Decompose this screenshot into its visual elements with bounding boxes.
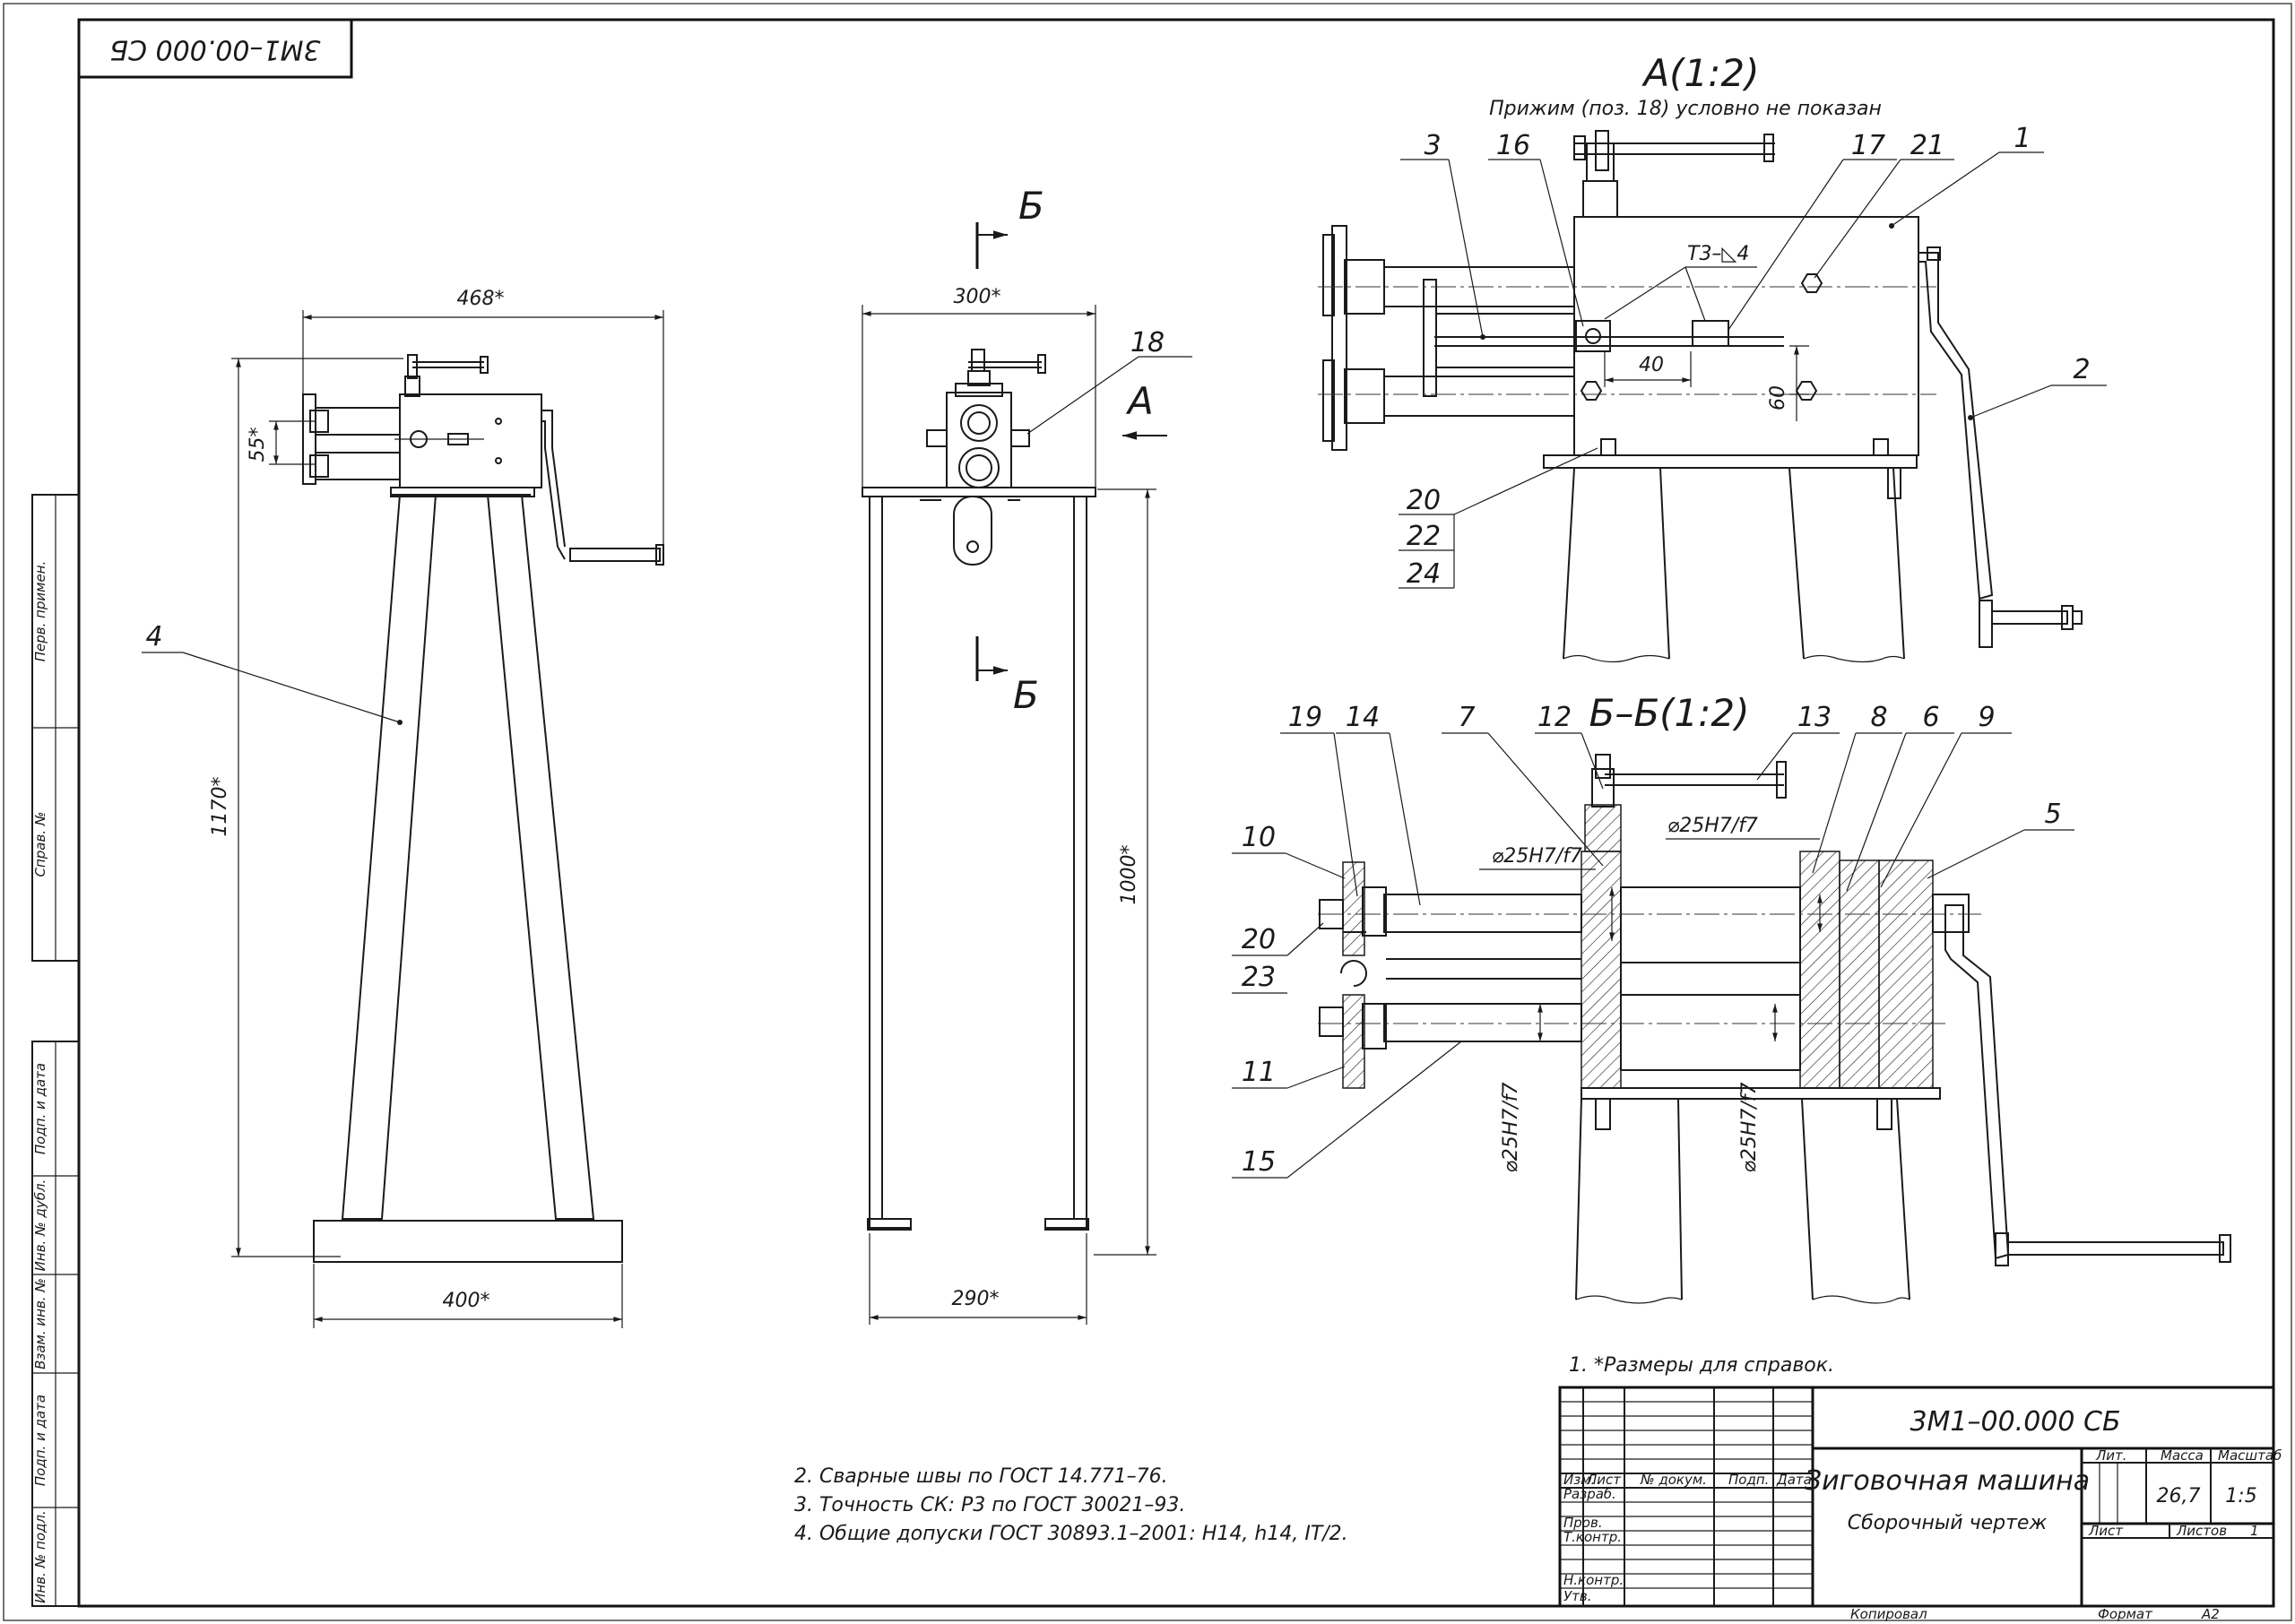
tb-col-sign: Подп. (1728, 1472, 1769, 1488)
view-a-note: Прижим (поз. 18) условно не показан (1489, 98, 1882, 120)
top-stamp-text: 3М1–00.000 СБ (109, 34, 320, 65)
tb-format-label: Формат (2098, 1606, 2153, 1622)
tb-col-doc: № докум. (1640, 1472, 1707, 1488)
side-label-sprav: Справ. № (32, 812, 48, 877)
tb-name: Зиговочная машина (1805, 1465, 2090, 1497)
side-label-podp1: Подп. и дата (32, 1063, 48, 1154)
tb-row-tkontr: Т.контр. (1563, 1529, 1622, 1545)
pos-8-label: 8 (1870, 702, 1887, 733)
technical-notes: 1. *Размеры для справок. 2. Сварные швы … (794, 1354, 1834, 1545)
tb-format-value: А2 (2201, 1606, 2220, 1622)
tb-sheets-value: 1 (2250, 1523, 2259, 1539)
front-view: 468* 1170* 55* 400* 4 (142, 288, 664, 1328)
dim-40: 40 (1639, 354, 1664, 376)
tb-row-razrab: Разраб. (1563, 1486, 1616, 1502)
note-2: 2. Сварные швы по ГОСТ 14.771–76. (794, 1465, 1168, 1488)
note-1: 1. *Размеры для справок. (1569, 1354, 1834, 1377)
side-strip: Перв. примен. Справ. № Подп. и дата Инв.… (31, 494, 80, 1607)
tb-lit-label: Лит. (2095, 1447, 2127, 1464)
tb-col-izm: Изм. (1563, 1472, 1595, 1488)
tb-scale-label: Масштаб (2218, 1447, 2282, 1464)
side-label-vzam: Взам. инв. № (32, 1278, 48, 1369)
dim-60: 60 (1767, 385, 1789, 410)
pos-23-label: 23 (1242, 962, 1276, 993)
view-a: А(1:2) Прижим (поз. 18) условно не показ… (1318, 51, 2107, 663)
pos-20b-label: 20 (1242, 924, 1276, 955)
tb-scale-value: 1:5 (2225, 1485, 2256, 1507)
pos-22-label: 22 (1407, 521, 1441, 552)
tb-mass-label: Масса (2161, 1447, 2204, 1464)
weld-note: Т3–◺4 (1687, 243, 1749, 265)
tb-row-nkontr: Н.контр. (1563, 1572, 1624, 1588)
pos-20a-label: 20 (1407, 485, 1441, 516)
dim-400: 400* (443, 1290, 490, 1312)
tb-sheet-label: Лист (2088, 1523, 2124, 1539)
tb-mass-value: 26,7 (2157, 1485, 2201, 1507)
pos-16-label: 16 (1496, 130, 1530, 161)
tb-row-utv: Утв. (1563, 1588, 1592, 1604)
dim-1000: 1000* (1118, 845, 1140, 905)
dim-290: 290* (952, 1288, 1000, 1310)
dim-55: 55* (247, 428, 269, 462)
dim-468: 468* (457, 288, 505, 310)
pos-2-label: 2 (2073, 354, 2090, 385)
pos-19-label: 19 (1288, 702, 1322, 733)
tb-col-date: Дата (1776, 1472, 1812, 1488)
side-label-perv: Перв. примен. (32, 561, 48, 662)
pos-6-label: 6 (1922, 702, 1939, 733)
tb-designation: 3М1–00.000 СБ (1910, 1406, 2120, 1438)
pos-10-label: 10 (1242, 822, 1276, 853)
note-3: 3. Точность СК: Р3 по ГОСТ 30021–93. (794, 1494, 1185, 1516)
dim-300: 300* (954, 286, 1001, 308)
view-a-marker: А (1125, 379, 1154, 423)
pos-15-label: 15 (1242, 1146, 1276, 1178)
side-label-podp2: Подп. и дата (32, 1395, 48, 1486)
side-label-podl: Инв. № подл. (32, 1510, 48, 1602)
pos-11-label: 11 (1242, 1057, 1276, 1088)
pos-7-label: 7 (1458, 702, 1475, 733)
pos-21-label: 21 (1910, 130, 1944, 161)
side-label-dubl: Инв. № дубл. (32, 1179, 48, 1272)
dim-1170: 1170* (209, 777, 231, 837)
view-a-title: А(1:2) (1641, 51, 1759, 95)
tb-doc-type: Сборочный чертеж (1848, 1512, 2048, 1534)
pos-3-label: 3 (1424, 130, 1441, 161)
fit-label-3: ⌀25H7/f7 (1500, 1083, 1522, 1173)
section-bb-title: Б–Б(1:2) (1589, 691, 1750, 735)
tb-col-list: Лист (1586, 1472, 1622, 1488)
pos-5-label: 5 (2044, 799, 2061, 830)
top-stamp: 3М1–00.000 СБ (79, 20, 353, 79)
fit-label-2: ⌀25H7/f7 (1667, 815, 1758, 837)
title-block: Изм. Лист № докум. Подп. Дата Разраб. Пр… (1558, 1386, 2282, 1622)
side-view: 300* 1000* 290* 18 Б Б А (862, 184, 1192, 1325)
pos-24-label: 24 (1407, 558, 1441, 590)
pos-9-label: 9 (1978, 702, 1995, 733)
fit-label-1: ⌀25H7/f7 (1492, 845, 1582, 868)
pos-1-label: 1 (2014, 123, 2031, 154)
pos-12-label: 12 (1537, 702, 1572, 733)
note-4: 4. Общие допуски ГОСТ 30893.1–2001: H14,… (794, 1523, 1348, 1545)
pos-13-label: 13 (1797, 702, 1832, 733)
tb-row-prov: Пров. (1563, 1515, 1603, 1531)
cut-label-bottom: Б (1013, 673, 1039, 717)
fit-label-4: ⌀25H7/f7 (1738, 1083, 1761, 1173)
pos-17-label: 17 (1851, 130, 1885, 161)
section-bb: Б–Б(1:2) (1232, 691, 2231, 1304)
cut-label-top: Б (1018, 184, 1044, 228)
tb-sheets-label: Листов (2176, 1523, 2227, 1539)
pos-18-label: 18 (1130, 327, 1165, 358)
tb-copied: Копировал (1850, 1606, 1927, 1622)
pos-4-label: 4 (145, 621, 162, 652)
pos-14-label: 14 (1346, 702, 1380, 733)
